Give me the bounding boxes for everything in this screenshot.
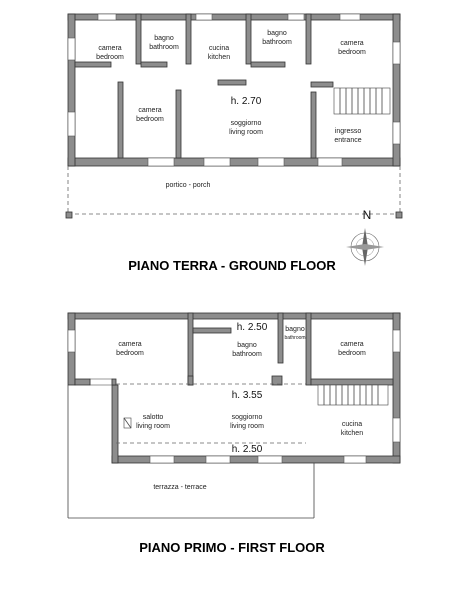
ff-salotto-it: salotto [143, 414, 164, 421]
first-floor-title: PIANO PRIMO - FIRST FLOOR [139, 540, 325, 555]
first-window [149, 455, 175, 464]
ff-bagno-small-en: bathroom [284, 335, 305, 341]
first-inner-wall-left [111, 384, 119, 464]
ground-window [203, 157, 231, 167]
first-window [205, 455, 231, 464]
interior-wall [310, 81, 334, 88]
ff-soggiorno-it: soggiorno [232, 414, 263, 421]
ground-staircase [333, 87, 391, 115]
ff-terrace-label: terrazza - terrace [153, 484, 206, 491]
gf-camera-right-en: bedroom [338, 49, 366, 56]
ground-window [67, 111, 76, 137]
first-floor-plan: camera bedroom h. 2.50 bagno bathroom ba… [67, 312, 401, 519]
gf-height-label: h. 2.70 [231, 96, 262, 107]
gf-bagno2-it: bagno [267, 30, 287, 37]
ff-cucina-en: kitchen [341, 430, 363, 437]
gf-soggiorno-en: living room [229, 129, 263, 136]
north-compass-icon: N [346, 208, 384, 266]
interior-wall [277, 312, 284, 364]
first-window [257, 455, 283, 464]
ff-bagno-en: bathroom [232, 351, 262, 358]
first-window [343, 455, 367, 464]
ff-soggiorno-en: living room [230, 423, 264, 430]
ff-camera-right-it: camera [340, 341, 363, 348]
ff-cucina-it: cucina [342, 421, 362, 428]
first-outer-wall-top [67, 312, 401, 320]
gf-camera-left-en: bedroom [96, 54, 124, 61]
gf-cucina-en: kitchen [208, 54, 230, 61]
ff-height-bottom: h. 2.50 [232, 444, 263, 455]
ff-salotto-en: living room [136, 423, 170, 430]
first-window [392, 329, 401, 353]
interior-wall [271, 375, 283, 386]
ground-window [392, 41, 401, 65]
gf-bagno-en: bathroom [149, 44, 179, 51]
gf-bagno-it: bagno [154, 35, 174, 42]
gf-camera-mid-en: bedroom [136, 116, 164, 123]
column [65, 211, 73, 219]
gf-ingresso-en: entrance [334, 137, 361, 144]
interior-wall [310, 91, 317, 159]
ff-bagno-it: bagno [237, 342, 257, 349]
ground-window [339, 13, 361, 21]
first-window [67, 329, 76, 353]
interior-wall [217, 79, 247, 86]
interior-wall [117, 81, 124, 159]
first-window [89, 378, 113, 386]
ff-height-top: h. 2.50 [237, 322, 268, 333]
gf-camera-left-it: camera [98, 45, 121, 52]
interior-wall [245, 13, 252, 65]
ground-window [97, 13, 117, 21]
gf-cucina-it: cucina [209, 45, 229, 52]
ground-floor-title: PIANO TERRA - GROUND FLOOR [128, 258, 336, 273]
interior-wall [305, 13, 312, 65]
gf-ingresso-it: ingresso [335, 128, 362, 135]
ground-outer-wall-right [392, 13, 401, 167]
interior-wall [74, 378, 91, 386]
interior-wall [187, 375, 194, 386]
ff-bagno-small-it: bagno [285, 326, 305, 333]
ground-window [67, 37, 76, 61]
interior-wall [250, 61, 286, 68]
ground-window [147, 157, 175, 167]
ground-window [317, 157, 343, 167]
gf-camera-mid-it: camera [138, 107, 161, 114]
ground-window [257, 157, 285, 167]
ground-window [392, 121, 401, 145]
ff-camera-right-en: bedroom [338, 350, 366, 357]
interior-wall [111, 378, 117, 386]
gf-camera-right-it: camera [340, 40, 363, 47]
interior-wall [310, 378, 394, 386]
ground-floor-plan: camera bedroom bagno bathroom cucina kit… [65, 13, 403, 219]
interior-wall [305, 312, 312, 386]
column [395, 211, 403, 219]
compass-north-label: N [363, 208, 372, 222]
interior-wall [185, 13, 192, 65]
interior-wall [135, 13, 142, 65]
ground-window [287, 13, 305, 21]
ground-outer-wall-bottom [67, 157, 401, 167]
gf-soggiorno-it: soggiorno [231, 120, 262, 127]
interior-wall [175, 89, 182, 159]
first-window [392, 417, 401, 443]
ff-camera-left-it: camera [118, 341, 141, 348]
interior-wall [74, 61, 112, 68]
ground-window [195, 13, 213, 21]
gf-porch-label: portico - porch [166, 182, 211, 189]
ff-height-mid: h. 3.55 [232, 390, 263, 401]
gf-bagno2-en: bathroom [262, 39, 292, 46]
ground-outer-wall-left [67, 13, 76, 167]
interior-wall [187, 312, 194, 386]
interior-wall [192, 327, 232, 334]
interior-wall [140, 61, 168, 68]
first-staircase [317, 384, 389, 406]
ff-camera-left-en: bedroom [116, 350, 144, 357]
